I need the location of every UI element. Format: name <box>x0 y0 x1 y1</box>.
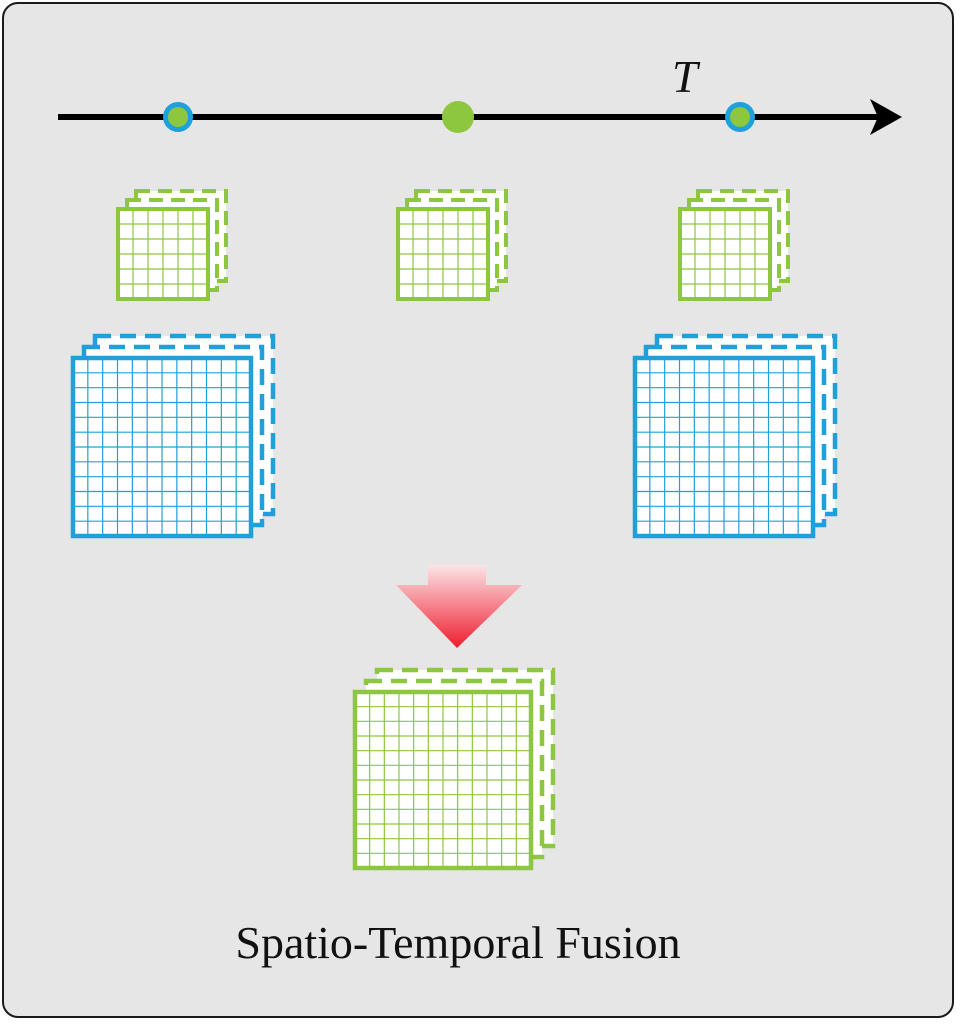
feature-map-grid <box>73 358 251 536</box>
feature-map-grid <box>355 692 531 868</box>
feature-map-grid <box>398 209 488 299</box>
feature-map-grid <box>680 209 770 299</box>
feature-map-grid <box>635 358 813 536</box>
time-arrow-icon <box>870 99 902 135</box>
feature-stack-large-blue-left <box>70 333 276 539</box>
fusion-arrow-icon <box>396 565 522 648</box>
feature-stack-small-green-center <box>396 189 508 301</box>
caption: Spatio-Temporal Fusion <box>235 917 680 968</box>
time-node-center <box>442 101 474 133</box>
time-node-right <box>725 102 755 132</box>
feature-stack-large-blue-right <box>632 333 838 539</box>
feature-stack-small-green-right <box>678 189 790 301</box>
feature-stack-fused-green <box>352 667 556 871</box>
time-axis-label: T <box>672 51 701 102</box>
feature-stack-small-green-left <box>116 189 228 301</box>
time-node-left <box>163 102 193 132</box>
feature-map-grid <box>118 209 208 299</box>
